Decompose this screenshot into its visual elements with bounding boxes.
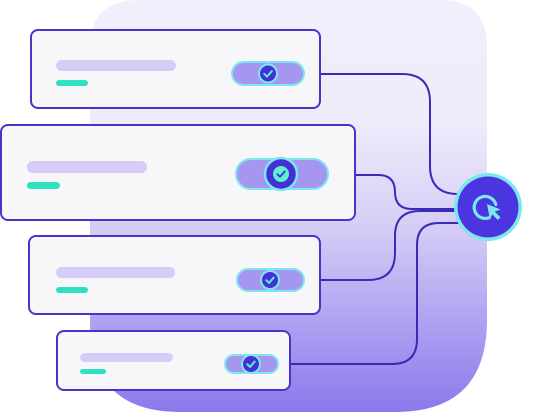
toggle-knob — [260, 270, 280, 290]
connector-line-3 — [270, 210, 470, 281]
accent-placeholder-bar — [27, 182, 60, 189]
check-icon — [265, 276, 275, 284]
accent-placeholder-bar — [56, 287, 88, 293]
card-3 — [28, 235, 321, 315]
connector-line-1 — [268, 73, 470, 195]
check-icon — [246, 360, 256, 368]
toggle-knob — [241, 354, 261, 374]
card-frame — [0, 124, 356, 221]
check-icon — [263, 70, 273, 78]
check-icon — [276, 170, 286, 178]
connector-line-2 — [280, 174, 470, 210]
check-badge — [273, 166, 289, 182]
card-4 — [56, 330, 291, 391]
cursor-arrow-icon — [487, 204, 501, 220]
text-placeholder-bar — [27, 161, 147, 173]
accent-placeholder-bar — [56, 80, 88, 86]
text-placeholder-bar — [56, 60, 176, 71]
cursor-click-icon — [472, 194, 498, 220]
toggle-knob — [258, 63, 278, 84]
card-frame — [30, 29, 321, 109]
cursor-hub[interactable] — [454, 173, 522, 241]
card-1 — [30, 29, 321, 109]
card-frame — [28, 235, 321, 315]
text-placeholder-bar — [56, 267, 175, 278]
connector-line-4 — [251, 222, 470, 365]
card-2 — [0, 124, 356, 221]
accent-placeholder-bar — [80, 369, 106, 374]
card-frame — [56, 330, 291, 391]
text-placeholder-bar — [80, 353, 173, 362]
connector-lines — [251, 73, 470, 365]
